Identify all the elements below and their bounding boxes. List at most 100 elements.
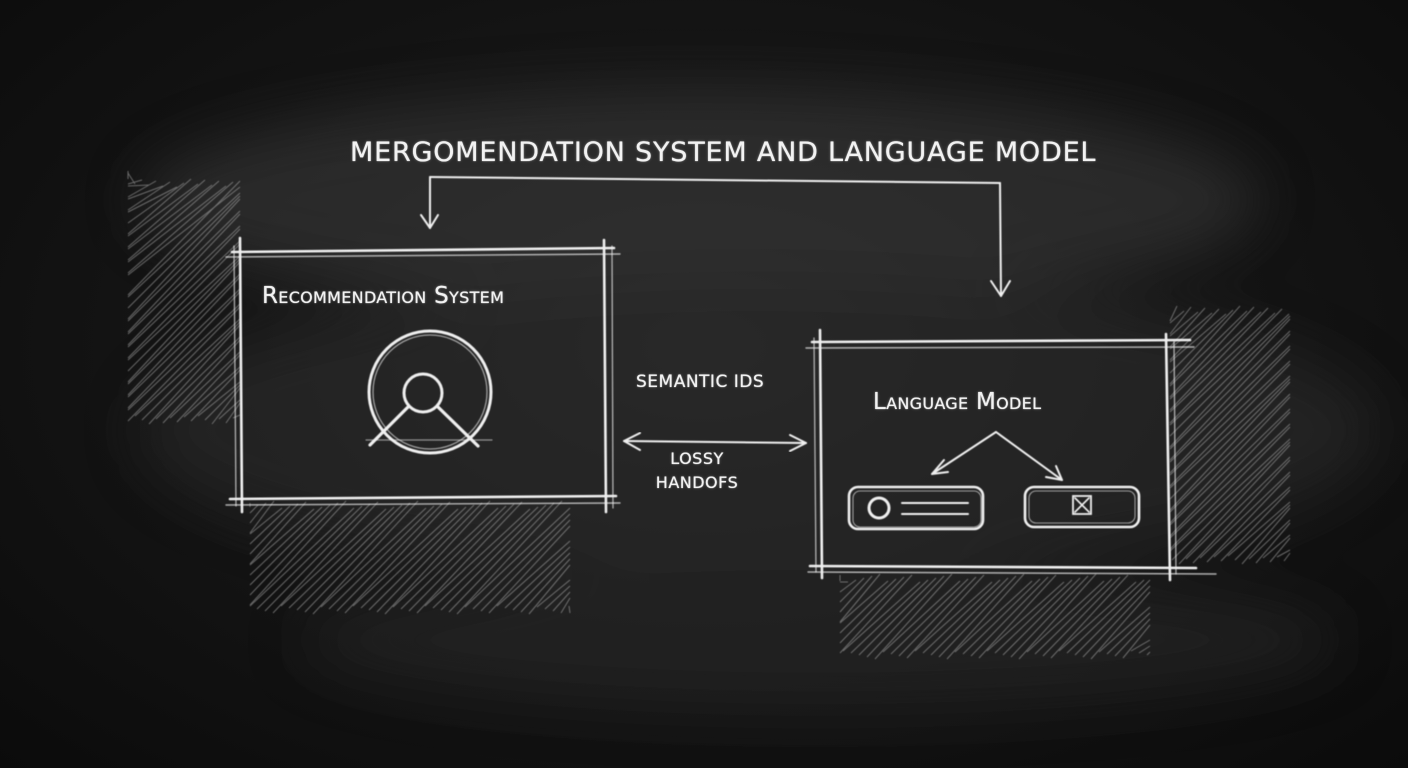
output-pill-right [1023,485,1141,529]
radio-circle-icon [867,496,891,520]
hatch-stroke [127,179,143,185]
hatch-stroke [320,507,427,608]
branch-arrows [931,431,1063,481]
hatch-stroke [978,574,1057,659]
hatch-stroke [249,500,275,534]
hatch-stroke [1227,501,1291,557]
semantic-ids-label: SEMANTIC IDS [636,372,765,392]
hatch-stroke [127,198,241,320]
lossy-handoffs-line-1: LOSSY [670,449,724,468]
hatch-stroke [1169,308,1220,361]
hatch-stroke [839,573,881,623]
hatch-stroke [249,506,323,576]
hatch-stroke [839,578,897,634]
board-smudges [140,90,1380,710]
hatch-region [249,500,571,615]
hatch-stroke [127,255,241,361]
hatch-stroke [127,192,241,298]
hatch-stroke [249,502,267,524]
hatch-shading [127,171,1291,660]
hatch-stroke [930,577,1009,656]
output-pill-left [847,485,985,531]
hatch-stroke [1185,456,1291,560]
hatch-stroke [839,580,889,624]
hatch-stroke [127,288,241,398]
hatch-stroke [1169,308,1283,424]
hatch-stroke [155,336,241,420]
hatch-stroke [1146,651,1151,656]
hatch-stroke [127,184,150,187]
hatch-stroke [169,351,241,419]
hatch-stroke [127,185,164,200]
hatch-stroke [127,228,241,346]
hatch-stroke [464,507,571,608]
hatch-stroke [288,506,395,609]
lossy-handoffs-label: LOSSY HANDOFS [649,447,745,495]
hatch-stroke [839,574,913,654]
hatch-stroke [1169,375,1291,489]
hatch-stroke [1026,580,1105,653]
hatch-region [839,573,1151,660]
hatch-stroke [970,576,1049,657]
hatch-stroke [1169,345,1291,463]
hatch-stroke [134,318,241,417]
hatch-stroke [1169,311,1262,400]
hatch-stroke [1169,378,1291,500]
hatch-stroke [520,558,571,613]
hatch-stroke [249,504,331,586]
hatch-stroke [1192,459,1291,564]
hatch-stroke [986,581,1065,652]
hatch-stroke [544,585,571,610]
hatch-stroke [1169,312,1213,350]
hatch-stroke [272,501,379,614]
hatch-stroke [839,575,873,613]
hatch-region [1169,305,1291,565]
hatch-stroke [536,579,571,608]
hatch-stroke [249,504,259,514]
hatch-stroke [842,581,921,652]
hatch-stroke [1138,645,1151,654]
hatch-stroke [1169,312,1276,413]
hatch-stroke [1262,534,1291,559]
hatch-stroke [1018,573,1097,660]
hatch-stroke [1220,489,1291,562]
hatch-stroke [127,181,234,274]
hatch-stroke [1106,612,1151,655]
hatch-stroke [1169,307,1269,411]
hatch-stroke [127,213,241,333]
hatch-stroke [512,552,571,611]
hatch-stroke [1169,438,1291,552]
hatch-stroke [1169,309,1234,374]
hatch-stroke [360,506,467,609]
hatch-stroke [141,321,241,421]
hatch-stroke [1199,471,1291,559]
hatch-stroke [1169,423,1291,539]
hatch-stroke [1213,486,1291,558]
hatch-stroke [1169,310,1185,324]
hatch-stroke [336,503,443,612]
hatch-stroke [162,339,241,424]
hatch-stroke [218,399,241,420]
search-person-icon [365,329,493,455]
hatch-stroke [528,564,571,615]
hatch-stroke [882,580,961,653]
hatch-stroke [1114,618,1151,657]
hatch-stroke [392,507,499,608]
hatch-stroke [204,384,241,421]
hatch-stroke [552,591,571,612]
lossy-handoffs-line-2: HANDOFS [655,473,739,492]
hatch-stroke [1169,360,1291,476]
hatch-stroke [127,180,241,296]
hatch-stroke [1169,310,1248,387]
hatch-stroke [127,303,241,411]
hatch-stroke [1255,522,1291,564]
hatch-stroke [127,240,241,348]
hatch-stroke [1074,579,1151,656]
hatch-stroke [424,508,531,607]
hatch-stroke [1169,313,1227,363]
hatch-stroke [127,186,178,213]
hatch-stroke [148,324,241,425]
hatch-stroke [839,579,857,593]
title-connector [420,176,1011,297]
